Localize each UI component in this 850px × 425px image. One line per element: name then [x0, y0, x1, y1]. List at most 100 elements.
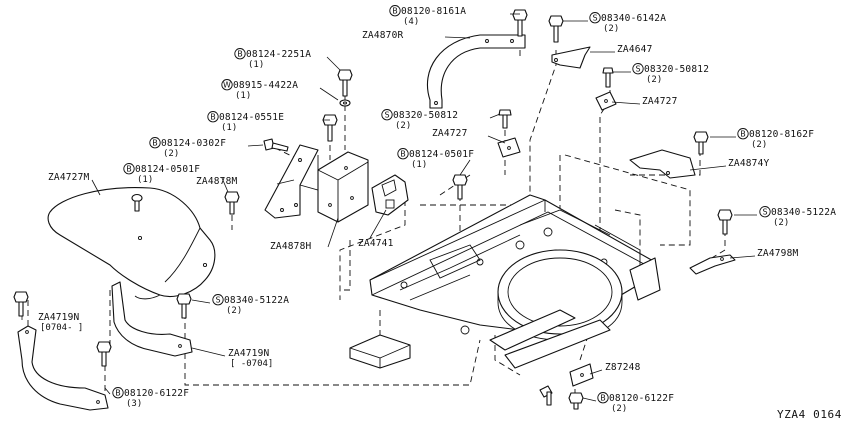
callout-quantity: (1) — [248, 60, 264, 70]
callout-prefix-icon: B — [597, 392, 609, 404]
bolt-08124-0302f — [263, 138, 289, 152]
callout-prefix-icon: B — [123, 163, 135, 175]
callout-prefix-icon: B — [207, 111, 219, 123]
callout-part-number: ZA4727 — [432, 128, 468, 139]
callout-quantity: (2) — [751, 140, 767, 150]
clip-za4727-center — [497, 137, 521, 158]
callout-c15: ZA4874Y — [728, 158, 769, 169]
fasteners — [13, 9, 733, 410]
callout-c8: ZA4727 — [642, 96, 677, 107]
bolt-08340-5122a-right — [717, 209, 733, 235]
svg-text:B: B — [210, 113, 216, 122]
screw-08320-50812-center — [498, 109, 512, 129]
lower-rails — [349, 257, 661, 369]
callout-quantity: (2) — [395, 121, 411, 131]
callout-quantity: (1) — [221, 123, 237, 133]
callout-part-number: 08124-0302F — [161, 138, 226, 149]
svg-text:S: S — [635, 65, 640, 74]
callout-prefix-icon: B — [397, 148, 409, 160]
callout-quantity: (2) — [646, 75, 662, 85]
callout-part-number: 08124-0501F — [409, 149, 474, 160]
pin-cover-clip — [131, 193, 143, 212]
callout-prefix-icon: W — [221, 79, 233, 91]
bracket-za4719n-left — [17, 325, 109, 411]
callout-part-number: 08124-0551E — [219, 112, 284, 123]
bolt-08124-0551e — [322, 114, 338, 142]
callout-c11: ZA4727 — [432, 128, 468, 139]
callout-part-number: 08120-8162F — [749, 129, 814, 140]
callout-prefix-icon: S — [212, 294, 224, 306]
callout-part-number: 08124-0501F — [135, 164, 200, 175]
callout-prefix-icon: B — [112, 387, 124, 399]
svg-text:W: W — [223, 81, 231, 90]
bracket-za4798m — [689, 254, 736, 275]
callout-quantity: [ -0704] — [230, 359, 273, 369]
bolt-08120-6122f-right-lower — [568, 392, 584, 410]
bolt-08120-8161a — [512, 9, 528, 37]
plate-za4874y — [629, 149, 696, 179]
callout-quantity: (1) — [137, 175, 153, 185]
svg-text:S: S — [215, 296, 220, 305]
callout-part-number: ZA4741 — [358, 238, 394, 249]
bracket-z87248 — [569, 363, 594, 387]
bracket-za4719n-middle — [111, 281, 193, 357]
callout-c9: S 08320-50812(2) — [381, 109, 458, 131]
callout-quantity: [0704- ] — [40, 323, 83, 333]
callout-part-number: ZA4798M — [757, 248, 799, 259]
callout-quantity: (2) — [773, 218, 789, 228]
callout-part-number: Z87248 — [605, 362, 641, 373]
callout-part-number: 08340-5122A — [771, 207, 836, 218]
clip-za4727-right — [595, 91, 617, 111]
callout-quantity: (1) — [235, 91, 251, 101]
callout-part-number: 08124-2251A — [246, 49, 311, 60]
bolt-08124-2251a — [337, 69, 353, 97]
callout-prefix-icon: B — [389, 5, 401, 17]
svg-text:B: B — [400, 150, 406, 159]
svg-text:B: B — [152, 139, 158, 148]
callout-quantity: (4) — [403, 17, 419, 27]
callout-part-number: 08915-4422A — [233, 80, 298, 91]
callout-prefix-icon: S — [632, 63, 644, 75]
callout-part-number: 08320-50812 — [393, 110, 458, 121]
svg-text:B: B — [237, 50, 243, 59]
callout-c20: ZA4878H — [270, 241, 311, 252]
callout-prefix-icon: S — [381, 109, 393, 121]
callout-quantity: (1) — [411, 160, 427, 170]
callout-part-number: 08340-5122A — [224, 295, 289, 306]
washer-08915-4422a — [339, 99, 351, 107]
svg-text:B: B — [392, 7, 398, 16]
callout-part-number: 08120-6122F — [609, 393, 674, 404]
callout-part-number: ZA4647 — [617, 44, 653, 55]
callout-prefix-icon: B — [737, 128, 749, 140]
callout-part-number: ZA4870R — [362, 30, 404, 41]
bolt-08120-6122f-left — [96, 341, 112, 367]
callout-c25: ZA4719N[ -0704] — [228, 348, 273, 369]
svg-text:B: B — [115, 389, 121, 398]
callout-c18: ZA4878M — [196, 176, 238, 187]
bolt-08340-5122a-left — [176, 293, 192, 319]
latch-za4741 — [371, 174, 409, 216]
svg-text:S: S — [762, 208, 767, 217]
callout-c2: ZA4870R — [362, 30, 404, 41]
bolt-08124-0501f-left — [224, 191, 240, 215]
bolt-za4719n-left — [13, 291, 29, 317]
svg-text:B: B — [600, 394, 606, 403]
callout-quantity: (2) — [163, 149, 179, 159]
callout-quantity: (3) — [126, 399, 142, 409]
callout-part-number: ZA4878M — [196, 176, 238, 187]
svg-text:S: S — [384, 111, 389, 120]
callout-c21: ZA4741 — [358, 238, 394, 249]
bracket-za4647 — [551, 46, 591, 69]
curved-bracket-za4870r — [426, 34, 526, 109]
